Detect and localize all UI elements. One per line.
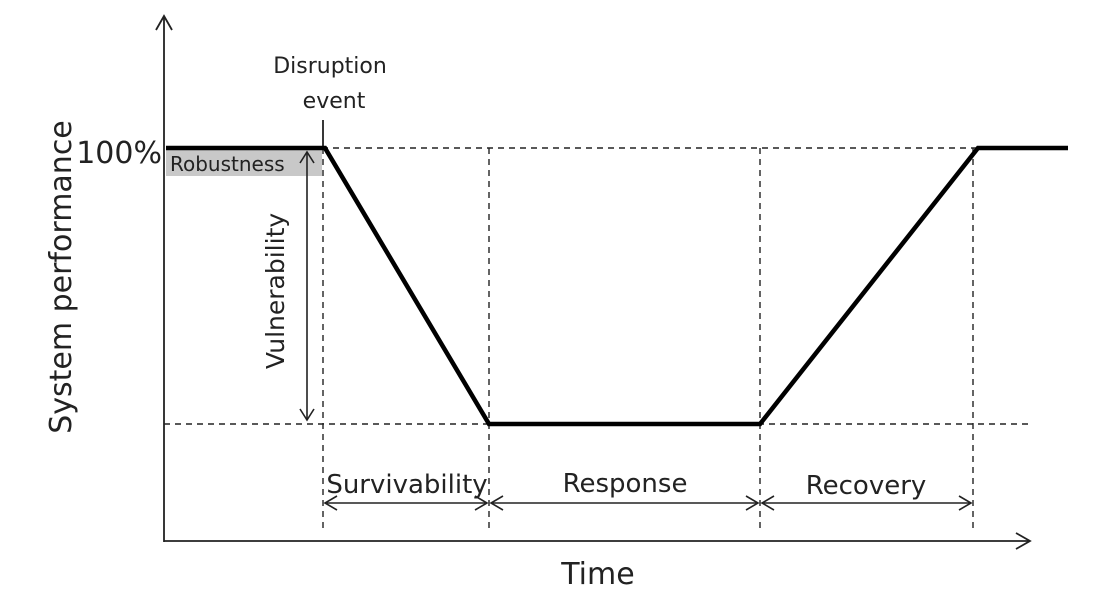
response-arrow [489,495,760,511]
disruption-label-line1: Disruption [273,54,387,79]
performance-curve [166,145,1068,427]
y-axis-label: System performance [44,120,79,434]
x-axis-label: Time [560,557,634,592]
robustness-label: Robustness [170,152,285,176]
vulnerability-arrow [299,150,315,422]
recovery-arrow [760,495,973,511]
response-label: Response [563,469,688,499]
robustness-band [166,148,322,176]
y-axis-arrowhead [155,14,173,31]
survivability-label: Survivability [326,470,487,500]
x-axis-arrowhead [1015,532,1032,550]
axes [155,14,1032,550]
survivability-arrow [323,495,489,511]
phase-arrows [323,495,973,511]
disruption-label-line2: event [303,89,366,114]
vulnerability-label: Vulnerability [261,213,290,370]
y-tick-100-percent: 100% [76,136,162,171]
recovery-label: Recovery [806,471,927,501]
